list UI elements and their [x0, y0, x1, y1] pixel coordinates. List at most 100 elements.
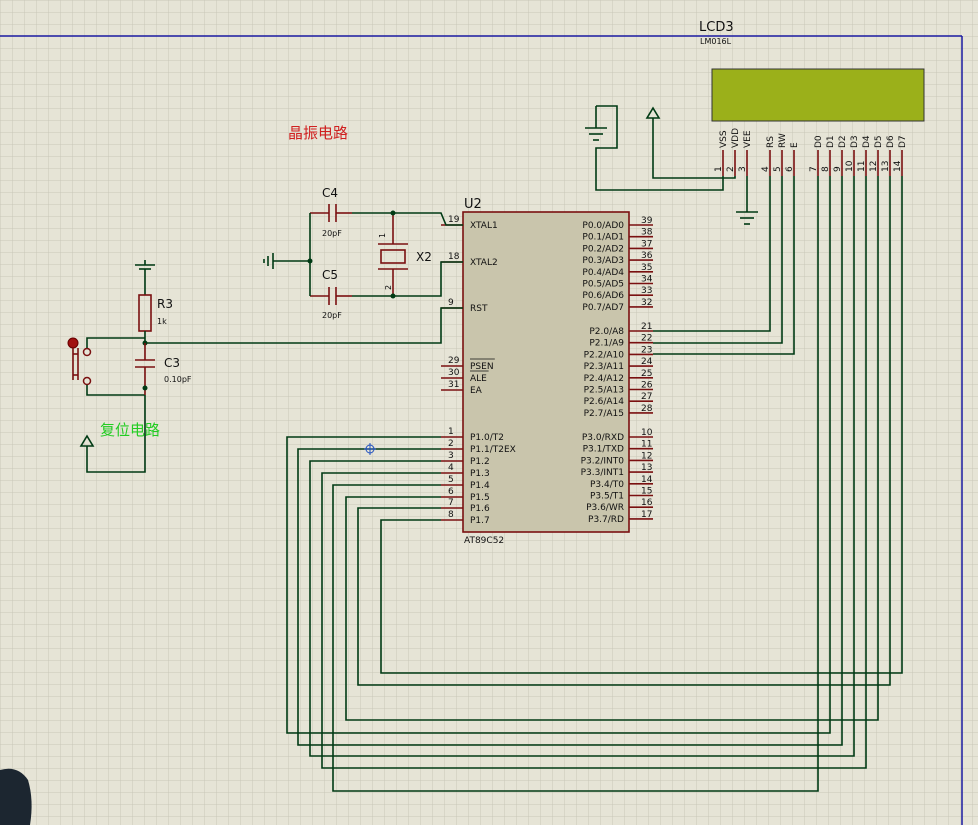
lcd-pin-name: RS — [766, 136, 776, 148]
mcu-pin-number: 19 — [448, 215, 460, 225]
c4-value: 20pF — [322, 229, 342, 238]
crystal-circuit[interactable]: C4 20pF C5 20pF X2 1 2 — [263, 186, 463, 320]
mcu-pin-number: 39 — [641, 216, 653, 226]
lcd-pin-number: 8 — [821, 166, 831, 172]
mcu-pin-number: 1 — [448, 427, 454, 437]
mcu-pin-number: 14 — [641, 475, 653, 485]
lcd-pin-number: 12 — [869, 161, 879, 172]
sheet-border — [0, 35, 963, 825]
mcu-pin-number: 38 — [641, 228, 653, 238]
mcu-pin-name: P3.4/T0 — [590, 480, 624, 490]
mcu-pin-name: P0.0/AD0 — [582, 221, 624, 231]
mcu-pin-number: 22 — [641, 334, 652, 344]
mcu-pin-number: 35 — [641, 263, 652, 273]
mcu-pin-name: XTAL1 — [470, 221, 498, 231]
lcd-pins: VSS1VDD2VEE3RS4RW5E6D07D18D29D310D411D51… — [714, 128, 908, 176]
mcu-pin-name: P1.6 — [470, 504, 490, 514]
mcu-pin-name: P3.0/RXD — [582, 433, 624, 443]
reset-circuit[interactable]: R3 1k C3 0.10pF — [67, 260, 463, 473]
mcu-pin-name: P2.5/A13 — [584, 386, 624, 396]
capacitor-c4[interactable]: C4 20pF — [310, 186, 352, 238]
mcu-pin-name: P2.4/A12 — [584, 374, 624, 384]
mcu-pin-name: P0.6/AD6 — [582, 291, 624, 301]
lcd-pin-number: 9 — [833, 166, 843, 172]
mcu-pin-name: P0.1/AD1 — [582, 233, 624, 243]
lcd-pin-number: 14 — [893, 160, 903, 172]
r3-value: 1k — [157, 317, 167, 326]
mcu-pin-name: ALE — [470, 374, 487, 384]
mcu-pin-number: 26 — [641, 381, 653, 391]
lcd-ref-label: LCD3 — [699, 20, 734, 35]
x2-ref: X2 — [416, 250, 432, 264]
bus-wire — [345, 176, 879, 721]
mcu-pin-number: 31 — [448, 380, 459, 390]
bus-wire — [380, 176, 903, 674]
lcd-pin-name: D4 — [862, 135, 872, 148]
mcu-pin-number: 34 — [641, 275, 653, 285]
mcu-pin-number: 27 — [641, 392, 652, 402]
lcd-pin-name: VDD — [731, 128, 741, 148]
lcd-power-wiring — [585, 105, 758, 225]
crystal-wires — [273, 210, 463, 299]
bus-wire — [286, 176, 831, 734]
mcu-pin-number: 36 — [641, 251, 653, 261]
bus-wire — [297, 176, 843, 746]
mcu-pin-number: 7 — [448, 498, 454, 508]
mcu-pin-name: P2.0/A8 — [589, 327, 624, 337]
mcu-pin-name: P2.2/A10 — [584, 350, 625, 360]
mcu-pin-number: 29 — [448, 356, 460, 366]
lcd-pin-name: E — [790, 142, 800, 148]
mcu-pin-name: XTAL2 — [470, 258, 498, 268]
lcd-part-label: LM016L — [700, 37, 732, 46]
lcd-pin-name: D0 — [814, 135, 824, 148]
lcd-pin-number: 6 — [785, 166, 795, 172]
mcu-pin-number: 23 — [641, 345, 652, 355]
power-symbol-reset — [135, 260, 155, 295]
ground-symbol-crystal — [263, 253, 274, 269]
lcd-pin-name: VEE — [743, 130, 753, 148]
mcu-pin-number: 2 — [448, 439, 454, 449]
mcu-ref-label: U2 — [464, 197, 482, 212]
mcu-pin-number: 5 — [448, 475, 454, 485]
mcu-pin-number: 8 — [448, 510, 454, 520]
mcu-pin-number: 11 — [641, 440, 652, 450]
mcu-pin-number: 9 — [448, 298, 454, 308]
mcu-pin-number: 24 — [641, 357, 653, 367]
mcu-pin-name: P1.4 — [470, 481, 490, 491]
mcu-u2[interactable]: U2 AT89C52 19XTAL118XTAL29RST29PSEN30ALE… — [441, 197, 653, 546]
lcd-pin-name: D5 — [874, 135, 884, 148]
mcu-part-label: AT89C52 — [464, 536, 504, 546]
mcu-pin-number: 25 — [641, 369, 652, 379]
bus-wire — [653, 176, 783, 344]
mcu-pin-number: 16 — [641, 498, 653, 508]
mcu-pin-name: P0.7/AD7 — [582, 303, 624, 313]
c3-value: 0.10pF — [164, 375, 192, 384]
mcu-pin-number: 3 — [448, 451, 454, 461]
mcu-pin-name: P2.6/A14 — [584, 397, 625, 407]
bus-wire — [653, 176, 771, 332]
mcu-pin-number: 33 — [641, 286, 652, 296]
reset-pushbutton[interactable] — [67, 337, 145, 396]
mcu-pin-number: 30 — [448, 368, 460, 378]
lcd-lm016l[interactable]: LCD3 LM016L VSS1VDD2VEE3RS4RW5E6D07D18D2… — [699, 20, 925, 176]
bus-wires — [286, 176, 903, 792]
crystal-x2[interactable]: X2 1 2 — [378, 213, 432, 296]
mcu-pin-name: P1.3 — [470, 469, 490, 479]
c5-ref: C5 — [322, 268, 338, 282]
c4-ref: C4 — [322, 186, 338, 200]
mcu-pin-name: P3.3/INT1 — [581, 468, 624, 478]
reset-circuit-note: 复位电路 — [100, 421, 160, 439]
mcu-pin-number: 4 — [448, 463, 454, 473]
mcu-pin-number: 18 — [448, 252, 460, 262]
lcd-pin-name: D3 — [850, 135, 860, 148]
bus-wire — [332, 176, 819, 792]
mcu-pin-number: 17 — [641, 510, 652, 520]
mcu-pin-name: P3.6/WR — [586, 503, 624, 513]
mcu-pin-name: P3.1/TXD — [583, 445, 624, 455]
crystal-circuit-note: 晶振电路 — [288, 124, 348, 142]
capacitor-c3[interactable]: C3 0.10pF — [135, 343, 192, 395]
lcd-pin-number: 2 — [726, 166, 736, 172]
lcd-pin-number: 7 — [809, 166, 819, 172]
capacitor-c5[interactable]: C5 20pF — [310, 268, 352, 320]
